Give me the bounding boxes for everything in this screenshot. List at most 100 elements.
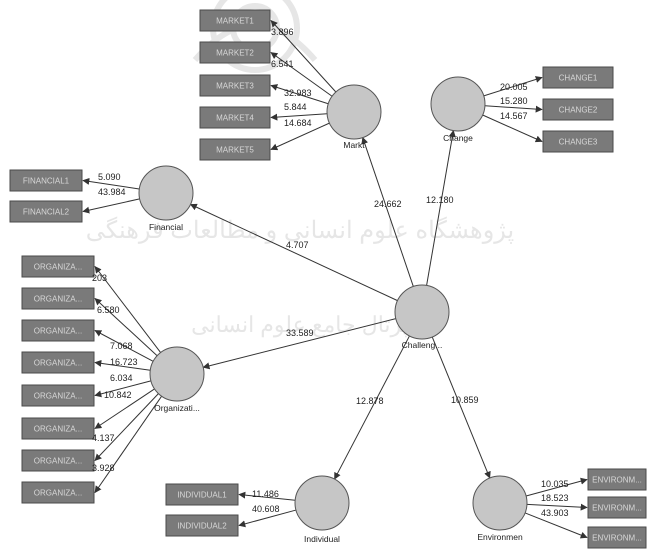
path-coef-challenge-change: 12.180	[426, 195, 454, 205]
loading-environment-1: 10.035	[541, 479, 569, 489]
loading-organization-6: 10.842	[104, 390, 132, 400]
loading-labels: 3.896 6.541 32.983 5.844 14.684 20.005 1…	[92, 27, 569, 518]
loading-change-3: 14.567	[500, 111, 528, 121]
loading-arrow-environment-1	[525, 477, 588, 497]
indicator-label: ORGANIZA...	[34, 392, 82, 401]
loading-arrow-market-1	[270, 19, 337, 93]
indicator-environment-3[interactable]: ENVIRONM...	[587, 526, 647, 549]
loading-organization-5: 6.034	[110, 373, 133, 383]
loading-arrow-change-2	[484, 105, 543, 113]
indicator-financial-2[interactable]: FINANCIAL2	[9, 200, 83, 223]
construct-challenge[interactable]: Challeng...	[394, 284, 450, 350]
path-arrow-challenge-financial	[189, 203, 398, 302]
indicator-financial-1[interactable]: FINANCIAL1	[9, 169, 83, 192]
indicator-organization-4[interactable]: ORGANIZA...	[21, 351, 95, 374]
indicator-change-2[interactable]: CHANGE2	[542, 98, 614, 121]
construct-label: Financial	[149, 222, 183, 232]
path-coef-challenge-organization: 33.589	[286, 328, 314, 338]
indicator-individual-1[interactable]: INDIVIDUAL1	[165, 483, 239, 506]
watermark-text-line1: پژوهشگاه علوم انسانی و مطالعات فرهنگی	[86, 216, 514, 244]
loading-arrow-organization-2	[94, 298, 158, 357]
construct-label: Individual	[304, 534, 340, 544]
indicator-label: ORGANIZA...	[34, 457, 82, 466]
loading-arrow-change-1	[483, 76, 543, 97]
indicator-environment-2[interactable]: ENVIRONM...	[587, 496, 647, 519]
construct-financial[interactable]: Financial	[138, 165, 194, 232]
indicator-label: INDIVIDUAL2	[177, 522, 227, 531]
indicator-label: ORGANIZA...	[34, 295, 82, 304]
loading-arrow-organization-3	[94, 330, 154, 362]
indicator-market-3[interactable]: MARKET3	[199, 74, 271, 97]
loading-arrow-financial-1	[82, 177, 140, 190]
loading-individual-2: 40.608	[252, 504, 280, 514]
indicator-label: MARKET3	[216, 82, 254, 91]
path-coef-challenge-environment: 10.859	[451, 395, 479, 405]
construct-label: Markt	[343, 140, 365, 150]
indicator-label: ORGANIZA...	[34, 425, 82, 434]
indicator-market-2[interactable]: MARKET2	[199, 41, 271, 64]
loading-environment-2: 18.523	[541, 493, 569, 503]
indicator-label: INDIVIDUAL1	[177, 491, 227, 500]
loading-arrow-organization-7	[94, 393, 159, 462]
loading-market-5: 14.684	[284, 118, 312, 128]
construct-organization[interactable]: Organizati...	[149, 346, 205, 413]
indicator-organization-3[interactable]: ORGANIZA...	[21, 319, 95, 342]
indicator-label: MARKET4	[216, 114, 254, 123]
loading-organization-8: 3.928	[92, 463, 115, 473]
loading-financial-1: 5.090	[98, 172, 121, 182]
loading-financial-2: 43.984	[98, 187, 126, 197]
indicator-label: MARKET5	[216, 146, 254, 155]
indicator-label: MARKET1	[216, 17, 254, 26]
loading-market-3: 32.983	[284, 88, 312, 98]
loading-arrow-organization-4	[94, 359, 151, 371]
indicator-label: ORGANIZA...	[34, 263, 82, 272]
loading-environment-3: 43.903	[541, 508, 569, 518]
indicator-label: ENVIRONM...	[592, 476, 642, 485]
indicator-change-3[interactable]: CHANGE3	[542, 130, 614, 153]
construct-label: Change	[443, 133, 473, 143]
indicator-individual-2[interactable]: INDIVIDUAL2	[165, 514, 239, 537]
path-coef-challenge-financial: 4.707	[286, 240, 309, 250]
construct-markt[interactable]: Markt	[326, 84, 382, 150]
indicator-change-1[interactable]: CHANGE1	[542, 66, 614, 89]
indicator-organization-5[interactable]: ORGANIZA...	[21, 384, 95, 407]
loading-market-1: 3.896	[271, 27, 294, 37]
indicator-label: ORGANIZA...	[34, 489, 82, 498]
indicator-environment-1[interactable]: ENVIRONM...	[587, 468, 647, 491]
path-coef-challenge-individual: 12.878	[356, 396, 384, 406]
loading-organization-1: 203	[92, 273, 107, 283]
indicator-market-5[interactable]: MARKET5	[199, 138, 271, 161]
indicator-organization-7[interactable]: ORGANIZA...	[21, 449, 95, 472]
construct-label: Challeng...	[402, 340, 443, 350]
construct-label: Environmen	[477, 532, 523, 542]
construct-environment[interactable]: Environmen	[472, 475, 528, 542]
indicator-organization-1[interactable]: ORGANIZA...	[21, 255, 95, 278]
path-coefficient-labels: 24.662 12.180 4.707 33.589 12.878 10.859	[286, 195, 479, 406]
indicator-market-1[interactable]: MARKET1	[199, 9, 271, 32]
loading-arrow-change-3	[482, 114, 543, 143]
indicator-organization-6[interactable]: ORGANIZA...	[21, 417, 95, 440]
indicator-market-4[interactable]: MARKET4	[199, 106, 271, 129]
watermark: پژوهشگاه علوم انسانی و مطالعات فرهنگی پر…	[86, 0, 514, 338]
edges	[82, 19, 588, 539]
indicator-label: ORGANIZA...	[34, 327, 82, 336]
loading-individual-1: 11.486	[252, 489, 279, 499]
construct-change[interactable]: Change	[430, 76, 486, 143]
indicator-label: ENVIRONM...	[592, 504, 642, 513]
path-arrow-challenge-change	[426, 129, 456, 286]
construct-label: Organizati...	[154, 403, 200, 413]
loading-arrow-market-4	[270, 113, 328, 121]
indicator-organization-8[interactable]: ORGANIZA...	[21, 481, 95, 504]
indicator-label: ENVIRONM...	[592, 534, 642, 543]
indicator-label: FINANCIAL1	[23, 177, 70, 186]
loading-market-4: 5.844	[284, 102, 307, 112]
loading-organization-4: 16.723	[110, 357, 138, 367]
indicator-organization-2[interactable]: ORGANIZA...	[21, 287, 95, 310]
loading-organization-7: 4.137	[92, 433, 115, 443]
loading-arrow-individual-2	[238, 509, 297, 528]
loading-arrow-financial-2	[82, 198, 140, 214]
loading-change-2: 15.280	[500, 96, 528, 106]
indicator-label: FINANCIAL2	[23, 208, 70, 217]
construct-individual[interactable]: Individual	[294, 475, 350, 544]
